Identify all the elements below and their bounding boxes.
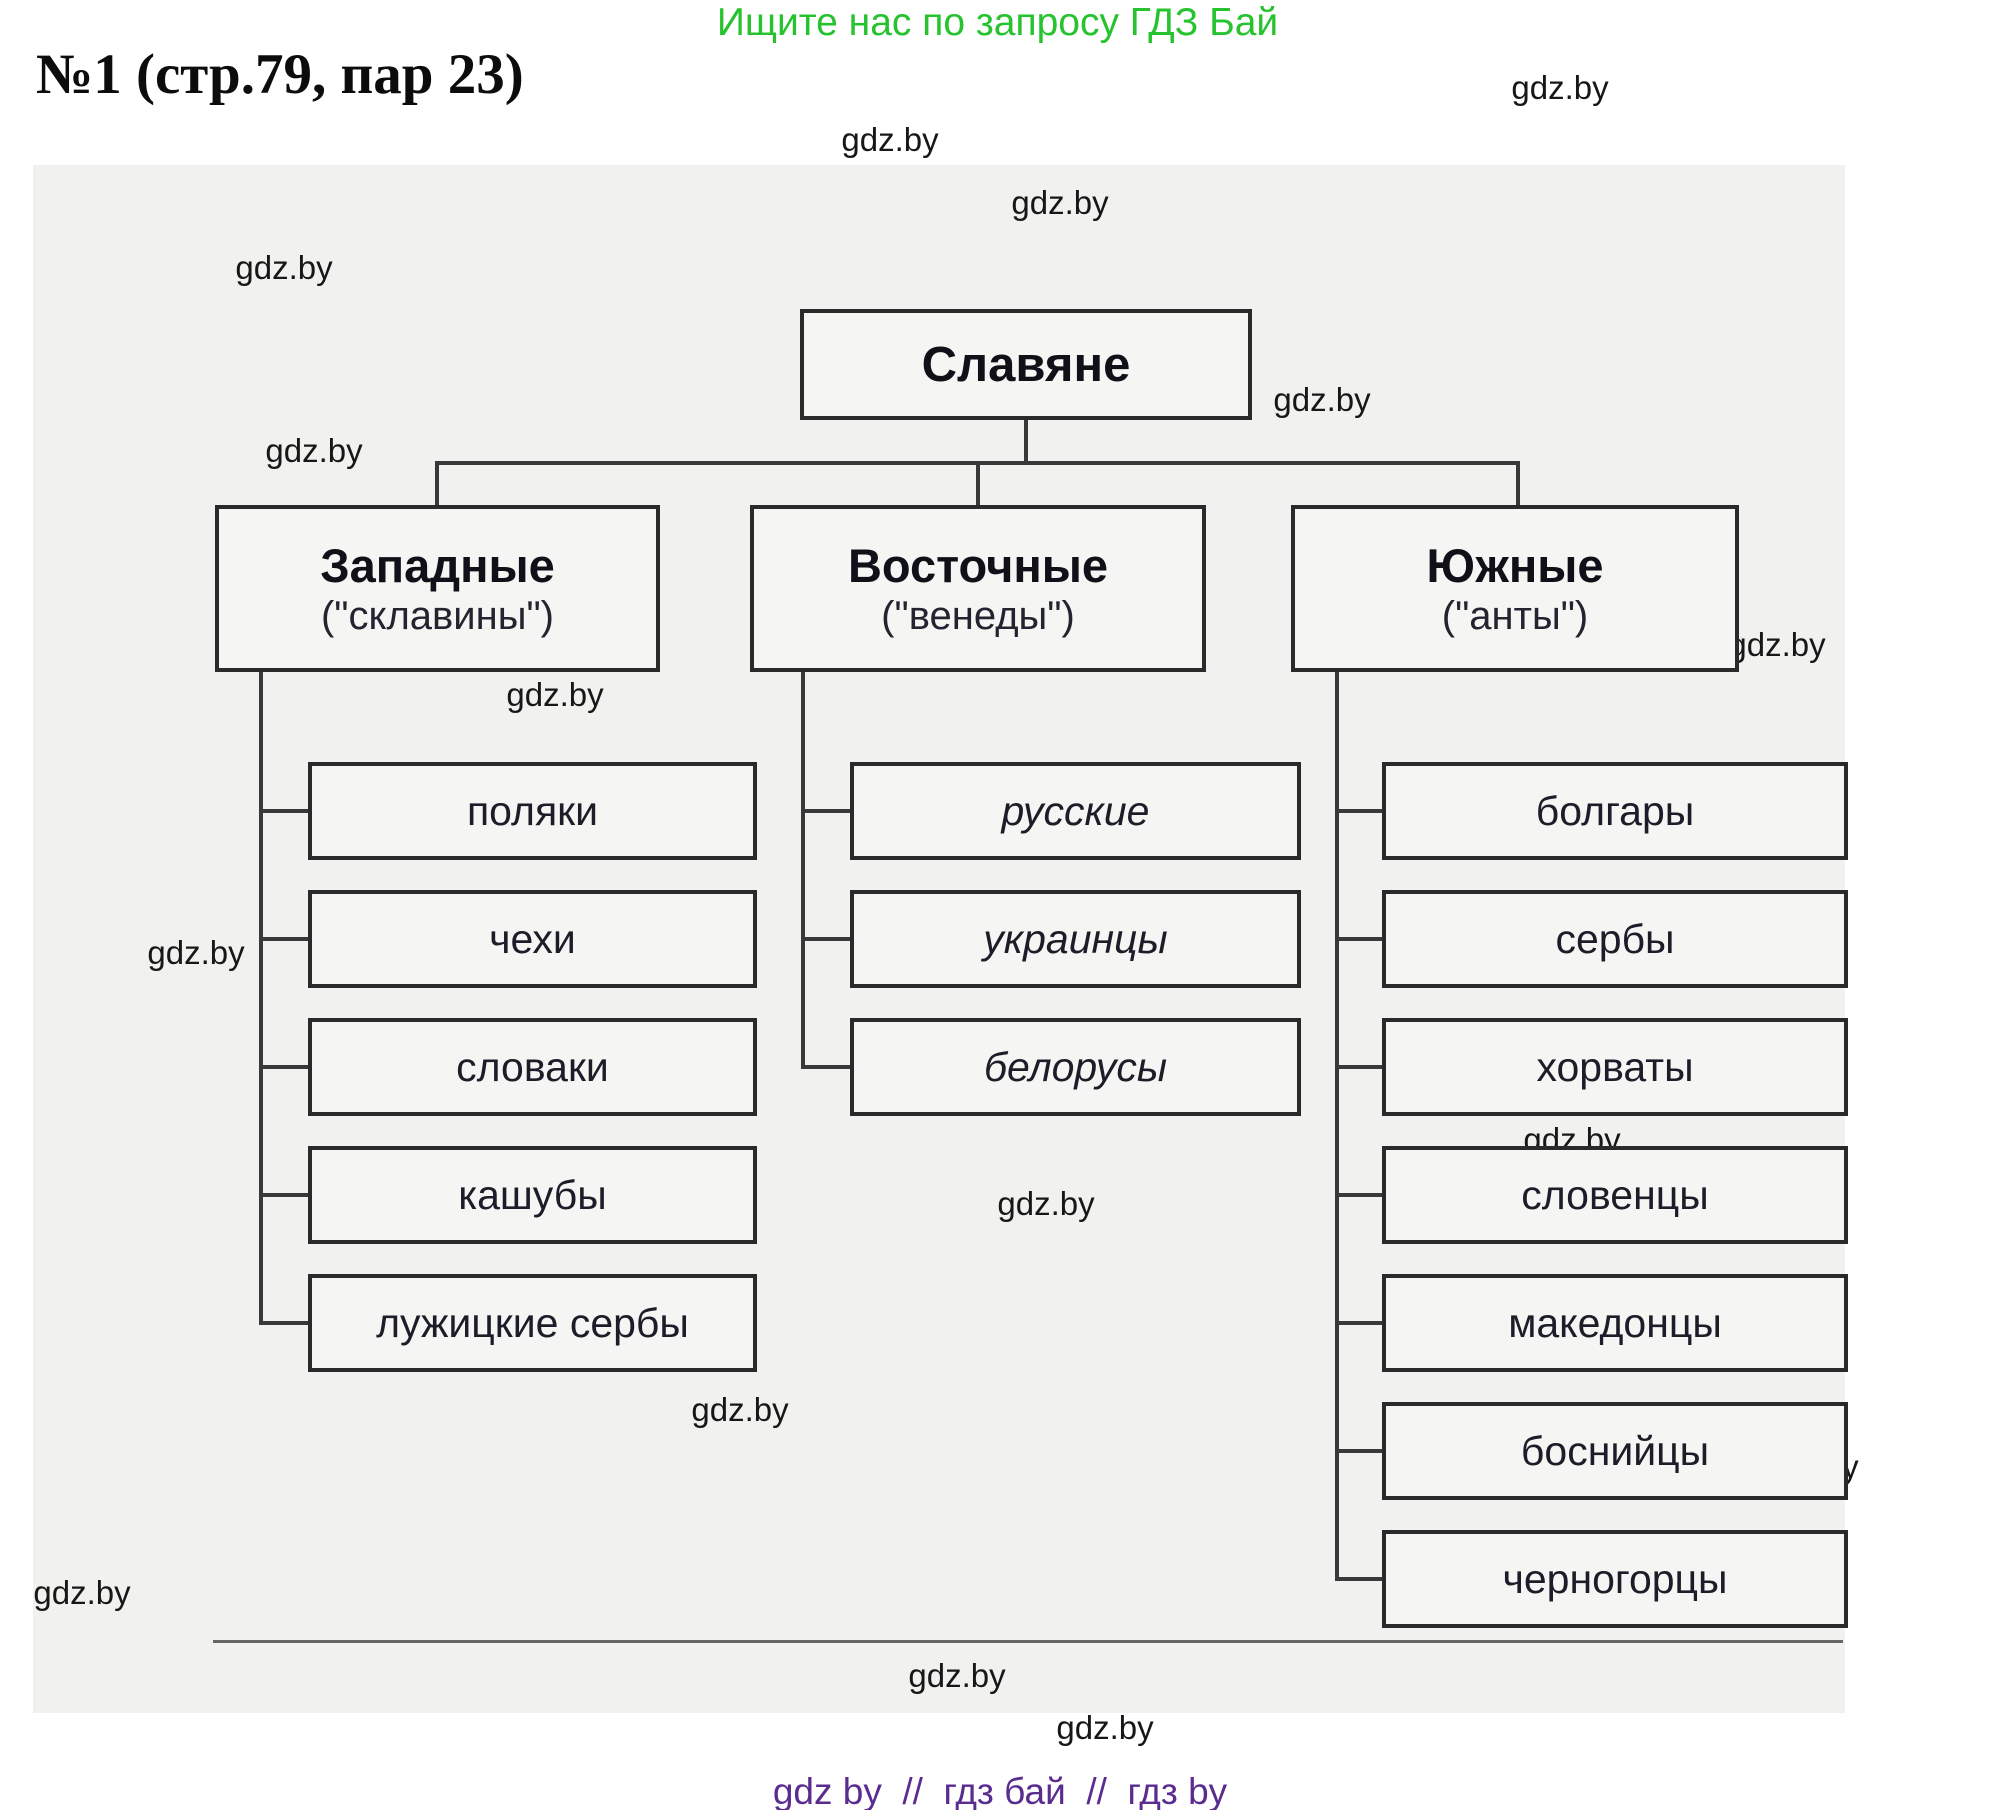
stub (1335, 1065, 1384, 1069)
tree-node: лужицкие сербы (308, 1274, 757, 1372)
node-label: словаки (456, 1043, 609, 1090)
tree-node: македонцы (1382, 1274, 1848, 1372)
tree-node: кашубы (308, 1146, 757, 1244)
connector-drop-east (976, 461, 980, 507)
node-label: македонцы (1508, 1299, 1722, 1346)
tree-node: словенцы (1382, 1146, 1848, 1244)
node-label: лужицкие сербы (376, 1299, 689, 1346)
stub (801, 1065, 852, 1069)
tree-root-label: Славяне (921, 337, 1131, 392)
branch-east-label: Восточные (847, 539, 1109, 593)
node-label: русские (1001, 787, 1150, 834)
stub (801, 937, 852, 941)
promo-banner: Ищите нас по запросу ГДЗ Бай (716, 1, 1279, 44)
watermark: gdz.by (147, 934, 245, 971)
page-title: №1 (стр.79, пар 23) (36, 43, 524, 106)
panel-bottom-line (213, 1640, 1843, 1643)
watermark: gdz.by (691, 1391, 789, 1428)
tree-node: хорваты (1382, 1018, 1848, 1116)
connector-drop-west (435, 461, 439, 507)
tree-node: сербы (1382, 890, 1848, 988)
node-label: сербы (1555, 915, 1675, 962)
stub (1335, 1577, 1384, 1581)
tree-root-node: Славяне (800, 309, 1252, 420)
node-label: боснийцы (1520, 1427, 1710, 1474)
watermark: gdz.by (1728, 626, 1826, 663)
stub (259, 1321, 310, 1325)
tree-node: болгары (1382, 762, 1848, 860)
stub (259, 1193, 310, 1197)
branch-south-label: Южные (1426, 539, 1604, 593)
stub (1335, 1193, 1384, 1197)
tree-node: русские (850, 762, 1301, 860)
stub (1335, 937, 1384, 941)
stub (1335, 809, 1384, 813)
node-label: хорваты (1536, 1043, 1694, 1090)
tree-node: словаки (308, 1018, 757, 1116)
spine-west (259, 670, 263, 1325)
tree-node: поляки (308, 762, 757, 860)
stub (259, 937, 310, 941)
node-label: белорусы (983, 1043, 1168, 1090)
watermark: gdz.by (908, 1657, 1006, 1694)
spine-south (1335, 670, 1339, 1581)
branch-east-subtitle: ("венеды") (881, 593, 1075, 638)
branch-west: Западные ("склавины") (215, 505, 660, 672)
watermark: gdz.by (33, 1574, 131, 1611)
stub (259, 809, 310, 813)
watermark: gdz.by (265, 432, 363, 469)
watermark: gdz.by (1011, 184, 1109, 221)
tree-node: боснийцы (1382, 1402, 1848, 1500)
stub (259, 1065, 310, 1069)
node-label: чехи (489, 915, 576, 962)
tree-node: белорусы (850, 1018, 1301, 1116)
watermark: gdz.by (235, 249, 333, 286)
node-label: болгары (1535, 787, 1695, 834)
watermark: gdz.by (997, 1185, 1095, 1222)
node-label: кашубы (458, 1171, 607, 1218)
connector-root-drop (1024, 420, 1028, 465)
node-label: поляки (466, 787, 599, 834)
branch-east: Восточные ("венеды") (750, 505, 1206, 672)
watermark: gdz.by (1273, 381, 1371, 418)
tree-node: черногорцы (1382, 1530, 1848, 1628)
connector-drop-south (1516, 461, 1520, 507)
tree-node: чехи (308, 890, 757, 988)
watermark: gdz.by (506, 676, 604, 713)
node-label: украинцы (983, 915, 1168, 962)
watermark: gdz.by (841, 121, 939, 158)
stub (1335, 1449, 1384, 1453)
watermark: gdz.by (1056, 1709, 1154, 1746)
node-label: черногорцы (1502, 1555, 1728, 1602)
branch-west-label: Западные (320, 539, 555, 593)
stub (1335, 1321, 1384, 1325)
branch-south: Южные ("анты") (1291, 505, 1739, 672)
branch-west-subtitle: ("склавины") (320, 593, 554, 638)
node-label: словенцы (1521, 1171, 1709, 1218)
footer-watermark: gdz by // гдз бай // гдз by (772, 1771, 1228, 1810)
spine-east (801, 670, 805, 1069)
stub (801, 809, 852, 813)
watermark: gdz.by (1511, 69, 1609, 106)
tree-node: украинцы (850, 890, 1301, 988)
branch-south-subtitle: ("анты") (1441, 593, 1589, 638)
